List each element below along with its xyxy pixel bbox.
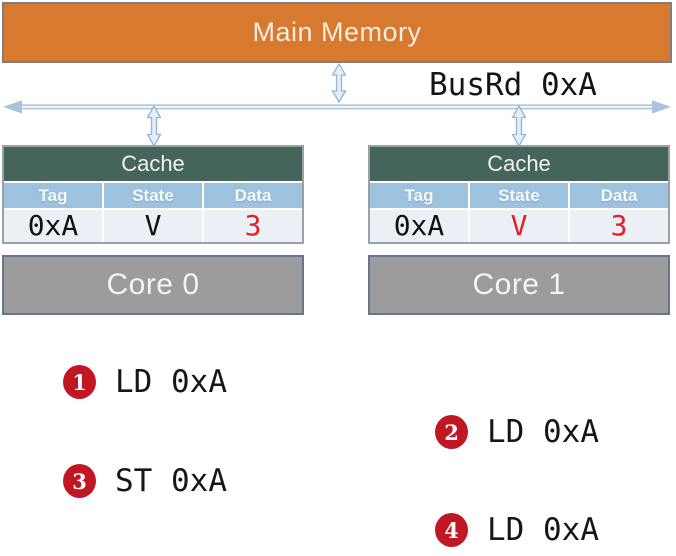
cache0-col-data: Data xyxy=(204,183,302,208)
cache0-state-value: V xyxy=(104,210,202,242)
operation-1: 1 LD 0xA xyxy=(63,364,227,400)
operation-2-number-badge: 2 xyxy=(435,415,468,449)
core0-box: Core 0 xyxy=(2,255,304,315)
cache1-data-value: 3 xyxy=(570,210,668,242)
operation-3-number-badge: 3 xyxy=(63,464,96,498)
operation-3: 3 ST 0xA xyxy=(63,463,227,499)
cache0-tag-value: 0xA xyxy=(4,210,102,242)
main-memory-label: Main Memory xyxy=(252,17,422,47)
cache1-col-tag: Tag xyxy=(370,183,468,208)
system-bus-line-icon xyxy=(3,100,671,114)
cache1-state-value: V xyxy=(470,210,568,242)
cache0-col-state: State xyxy=(104,183,202,208)
cache1-tag-value: 0xA xyxy=(370,210,468,242)
operation-1-label: LD 0xA xyxy=(115,364,227,400)
operation-4: 4 LD 0xA xyxy=(435,512,599,548)
memory-bus-arrow-icon xyxy=(331,63,347,103)
cache1-table: Cache Tag State Data 0xA V 3 xyxy=(368,145,670,244)
core0-label: Core 0 xyxy=(106,268,200,301)
cache0-bus-arrow-icon xyxy=(146,105,162,147)
operation-4-number-badge: 4 xyxy=(435,513,468,547)
cache1-col-data: Data xyxy=(570,183,668,208)
cache0-table: Cache Tag State Data 0xA V 3 xyxy=(2,145,304,244)
core1-box: Core 1 xyxy=(368,255,670,315)
cache1-col-state: State xyxy=(470,183,568,208)
cache1-title: Cache xyxy=(370,147,668,181)
operation-2-label: LD 0xA xyxy=(487,414,599,450)
cache0-grid: Tag State Data 0xA V 3 xyxy=(4,183,302,242)
cache0-col-tag: Tag xyxy=(4,183,102,208)
operation-3-label: ST 0xA xyxy=(115,463,227,499)
operation-2: 2 LD 0xA xyxy=(435,414,599,450)
core1-label: Core 1 xyxy=(472,268,566,301)
cache1-grid: Tag State Data 0xA V 3 xyxy=(370,183,668,242)
bus-transaction-label: BusRd 0xA xyxy=(429,67,597,103)
operation-4-label: LD 0xA xyxy=(487,512,599,548)
cache0-title: Cache xyxy=(4,147,302,181)
main-memory-box: Main Memory xyxy=(2,2,672,63)
operation-1-number-badge: 1 xyxy=(63,365,96,399)
cache0-data-value: 3 xyxy=(204,210,302,242)
cache1-bus-arrow-icon xyxy=(511,105,527,147)
